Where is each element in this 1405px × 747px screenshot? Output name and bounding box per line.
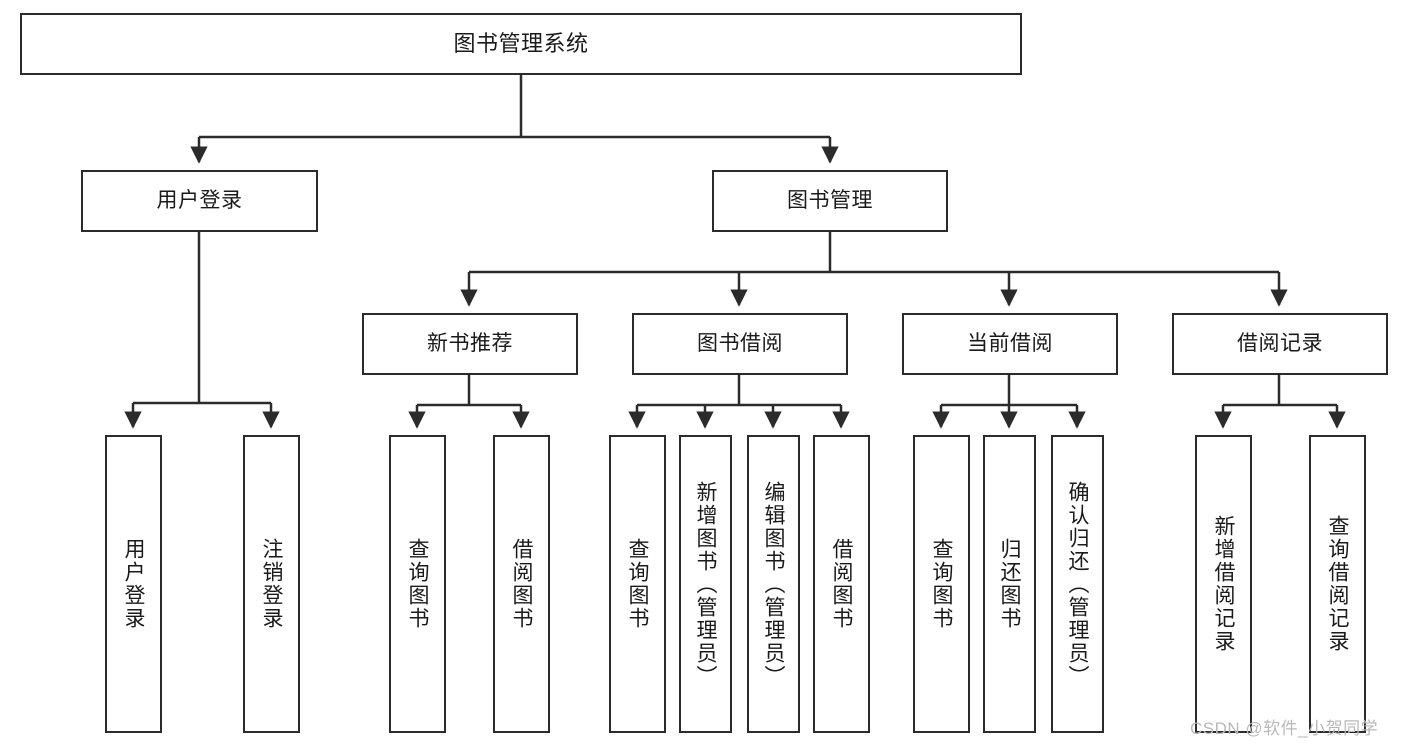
node-label: 借阅图书 [510,538,533,630]
leaf-logout[interactable]: 注销登录 [243,435,300,733]
node-label: 查询图书 [930,538,953,630]
leaf-cb-confirm-return-admin[interactable]: 确认归还（管理员） [1051,435,1104,733]
node-label: 编辑图书（管理员） [762,480,785,688]
node-label: 确认归还（管理员） [1066,480,1089,688]
leaf-nb-query-book[interactable]: 查询图书 [389,435,446,733]
node-label: 查询图书 [626,538,649,630]
leaf-bb-borrow-book[interactable]: 借阅图书 [813,435,870,733]
leaf-nb-borrow-book[interactable]: 借阅图书 [493,435,550,733]
node-label: 当前借阅 [967,331,1053,355]
leaf-bb-add-book-admin[interactable]: 新增图书（管理员） [679,435,732,733]
node-current-borrow[interactable]: 当前借阅 [902,313,1118,375]
node-label: 查询借阅记录 [1326,515,1349,653]
csdn-watermark: CSDN @软件_小贺同学 [1190,719,1379,738]
node-book-management[interactable]: 图书管理 [712,170,948,232]
node-root-system[interactable]: 图书管理系统 [20,13,1022,75]
node-label: 借阅图书 [830,538,853,630]
leaf-br-query-record[interactable]: 查询借阅记录 [1309,435,1366,733]
node-label: 图书管理系统 [453,31,589,57]
node-label: 借阅记录 [1237,331,1323,355]
node-label: 查询图书 [406,538,429,630]
node-label: 新增借阅记录 [1212,515,1235,653]
leaf-cb-query-book[interactable]: 查询图书 [913,435,970,733]
node-label: 新书推荐 [427,331,513,355]
leaf-cb-return-book[interactable]: 归还图书 [983,435,1036,733]
node-label: 图书借阅 [697,331,783,355]
node-label: 注销登录 [260,538,283,630]
node-label: 新增图书（管理员） [694,480,717,688]
node-new-book-recommend[interactable]: 新书推荐 [362,313,578,375]
node-label: 归还图书 [998,538,1021,630]
node-label: 图书管理 [787,188,873,212]
node-label: 用户登录 [156,188,243,212]
leaf-user-login[interactable]: 用户登录 [105,435,162,733]
node-book-borrow[interactable]: 图书借阅 [632,313,848,375]
node-borrow-record[interactable]: 借阅记录 [1172,313,1388,375]
leaf-bb-query-book[interactable]: 查询图书 [609,435,666,733]
leaf-br-add-record[interactable]: 新增借阅记录 [1195,435,1252,733]
node-label: 用户登录 [122,538,145,630]
leaf-bb-edit-book-admin[interactable]: 编辑图书（管理员） [747,435,800,733]
node-user-login[interactable]: 用户登录 [81,170,318,232]
